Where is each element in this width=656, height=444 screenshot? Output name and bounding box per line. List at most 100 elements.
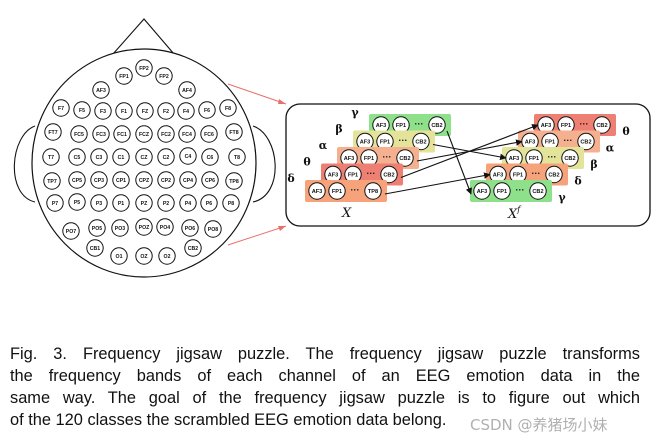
- electrode-circle: [200, 194, 218, 212]
- electrode-label: CP4: [183, 178, 193, 184]
- electrode-circle: [204, 220, 222, 238]
- electrode: C6: [201, 148, 219, 166]
- electrode-circle: [201, 171, 219, 189]
- electrode-label: FC4: [182, 132, 192, 138]
- electrode-label: P2: [163, 201, 169, 207]
- channel-label: CB2: [596, 123, 607, 129]
- electrode-circle: [135, 247, 153, 265]
- mapping-arrow: [446, 130, 472, 195]
- electrode: F8: [219, 99, 237, 117]
- caption-line: the frequency bands of each channel of a…: [10, 367, 640, 385]
- channel-circle: [545, 165, 563, 184]
- electrode-label: AF3: [96, 88, 106, 94]
- figure-caption: Fig. 3. Frequency jigsaw puzzle. The fre…: [10, 343, 640, 431]
- electrode: FC1: [113, 125, 131, 143]
- electrode-circle: [112, 171, 130, 189]
- electrode-circle: [94, 102, 112, 120]
- electrode-label: FT7: [48, 130, 57, 136]
- electrode-circle: [135, 59, 153, 77]
- electrode-label: TP7: [47, 179, 57, 185]
- ellipsis: ···: [415, 119, 424, 129]
- ellipsis: ···: [367, 169, 376, 179]
- band-label: β: [590, 158, 597, 171]
- electrode-label: P7: [52, 201, 58, 207]
- electrode-label: F7: [58, 106, 64, 112]
- channel-circle: [380, 165, 398, 184]
- electrode-circle: [70, 125, 88, 143]
- electrode-label: C4: [185, 154, 192, 160]
- electrode-label: F4: [183, 109, 189, 115]
- electrode-circle: [73, 101, 91, 119]
- electrode: PO8: [204, 220, 222, 238]
- electrode: FP2: [135, 59, 153, 77]
- electrode-circle: [111, 219, 129, 237]
- electrode: OZ: [135, 247, 153, 265]
- electrode-circle: [92, 81, 110, 99]
- channel-label: AF3: [328, 173, 339, 179]
- band-mapping-arrows: [384, 124, 539, 195]
- channel-label: FP1: [332, 189, 342, 195]
- pointer-line-bottom: [227, 225, 287, 246]
- band-label: α: [319, 139, 328, 152]
- electrode: POZ: [135, 218, 153, 236]
- channel-label: FP1: [348, 173, 358, 179]
- channel-label: TP8: [368, 189, 378, 195]
- electrode-label: F3: [100, 109, 106, 115]
- band-label: γ: [558, 191, 566, 204]
- electrode-label: C5: [74, 155, 81, 161]
- electrode-circle: [179, 147, 197, 165]
- channel-label: AF3: [541, 123, 552, 129]
- electrode-label: AF4: [182, 88, 192, 94]
- channel-label: CB2: [548, 173, 559, 179]
- electrode-circle: [198, 101, 216, 119]
- electrode-circle: [90, 171, 108, 189]
- electrode-circle: [115, 102, 133, 120]
- electrode-label: O2: [164, 254, 171, 260]
- electrode: P7: [46, 194, 64, 212]
- channel-label: FP1: [396, 123, 406, 129]
- electrode-circle: [156, 218, 174, 236]
- band-label: θ: [303, 156, 310, 169]
- electrode-circle: [225, 172, 243, 190]
- electrode-circle: [184, 239, 202, 257]
- electrode-label: POZ: [139, 225, 150, 231]
- electrode: P8: [222, 194, 240, 212]
- electrode: FT7: [44, 123, 62, 141]
- electrode-label: PO3: [115, 226, 125, 232]
- electrode-label: P5: [74, 200, 80, 206]
- channel-circle: [593, 116, 611, 134]
- electrode-circle: [219, 99, 237, 117]
- electrode-circle: [177, 102, 195, 120]
- electrode-circle: [157, 194, 175, 212]
- channel-label: AF3: [344, 156, 355, 162]
- channel-circle: [473, 182, 491, 200]
- electrode: F5: [73, 101, 91, 119]
- electrode-label: CB2: [188, 246, 198, 252]
- channel-circle: [396, 149, 414, 167]
- channel-circle: [561, 149, 579, 167]
- electrode: CP6: [201, 171, 219, 189]
- channel-label: CB2: [383, 173, 394, 179]
- electrode: O2: [158, 247, 176, 265]
- electrode: CP1: [112, 171, 130, 189]
- electrode-circle: [112, 194, 130, 212]
- mapping-arrow: [384, 172, 491, 195]
- channel-label: CB2: [532, 189, 543, 195]
- electrode: P6: [200, 194, 218, 212]
- electrode: PO4: [156, 218, 174, 236]
- electrode-circle: [157, 148, 175, 166]
- electrode-circle: [135, 218, 153, 236]
- electrode-circle: [200, 125, 218, 143]
- channel-label: CB2: [580, 140, 591, 146]
- electrode-label: O1: [116, 254, 123, 260]
- electrode-label: CP1: [116, 178, 126, 184]
- electrode-label: CP6: [205, 178, 215, 184]
- ellipsis: ···: [399, 136, 408, 146]
- electrode-label: TP8: [229, 179, 239, 185]
- electrode-circle: [110, 247, 128, 265]
